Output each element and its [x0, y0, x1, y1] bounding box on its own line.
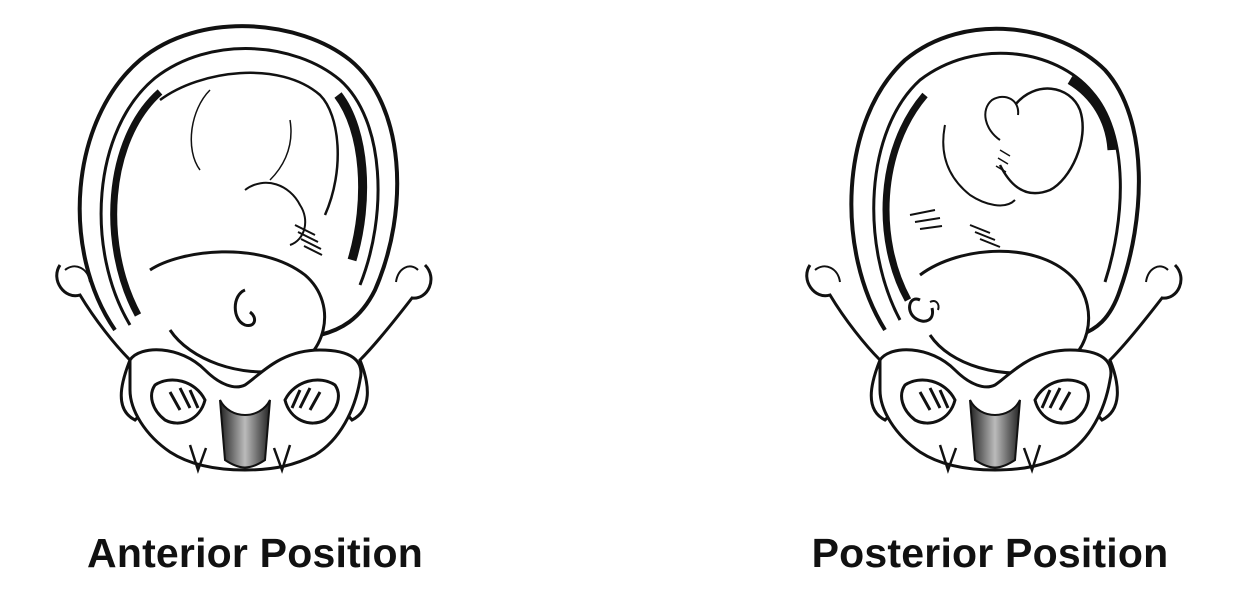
- anterior-figure: Anterior Position: [20, 0, 480, 610]
- caption-posterior-position: Posterior Position: [760, 530, 1220, 577]
- caption-anterior-position: Anterior Position: [25, 530, 485, 577]
- posterior-position-illustration: [770, 0, 1230, 500]
- anterior-position-illustration: [20, 0, 480, 500]
- posterior-figure: Posterior Position: [770, 0, 1230, 610]
- baby-back: [160, 73, 338, 215]
